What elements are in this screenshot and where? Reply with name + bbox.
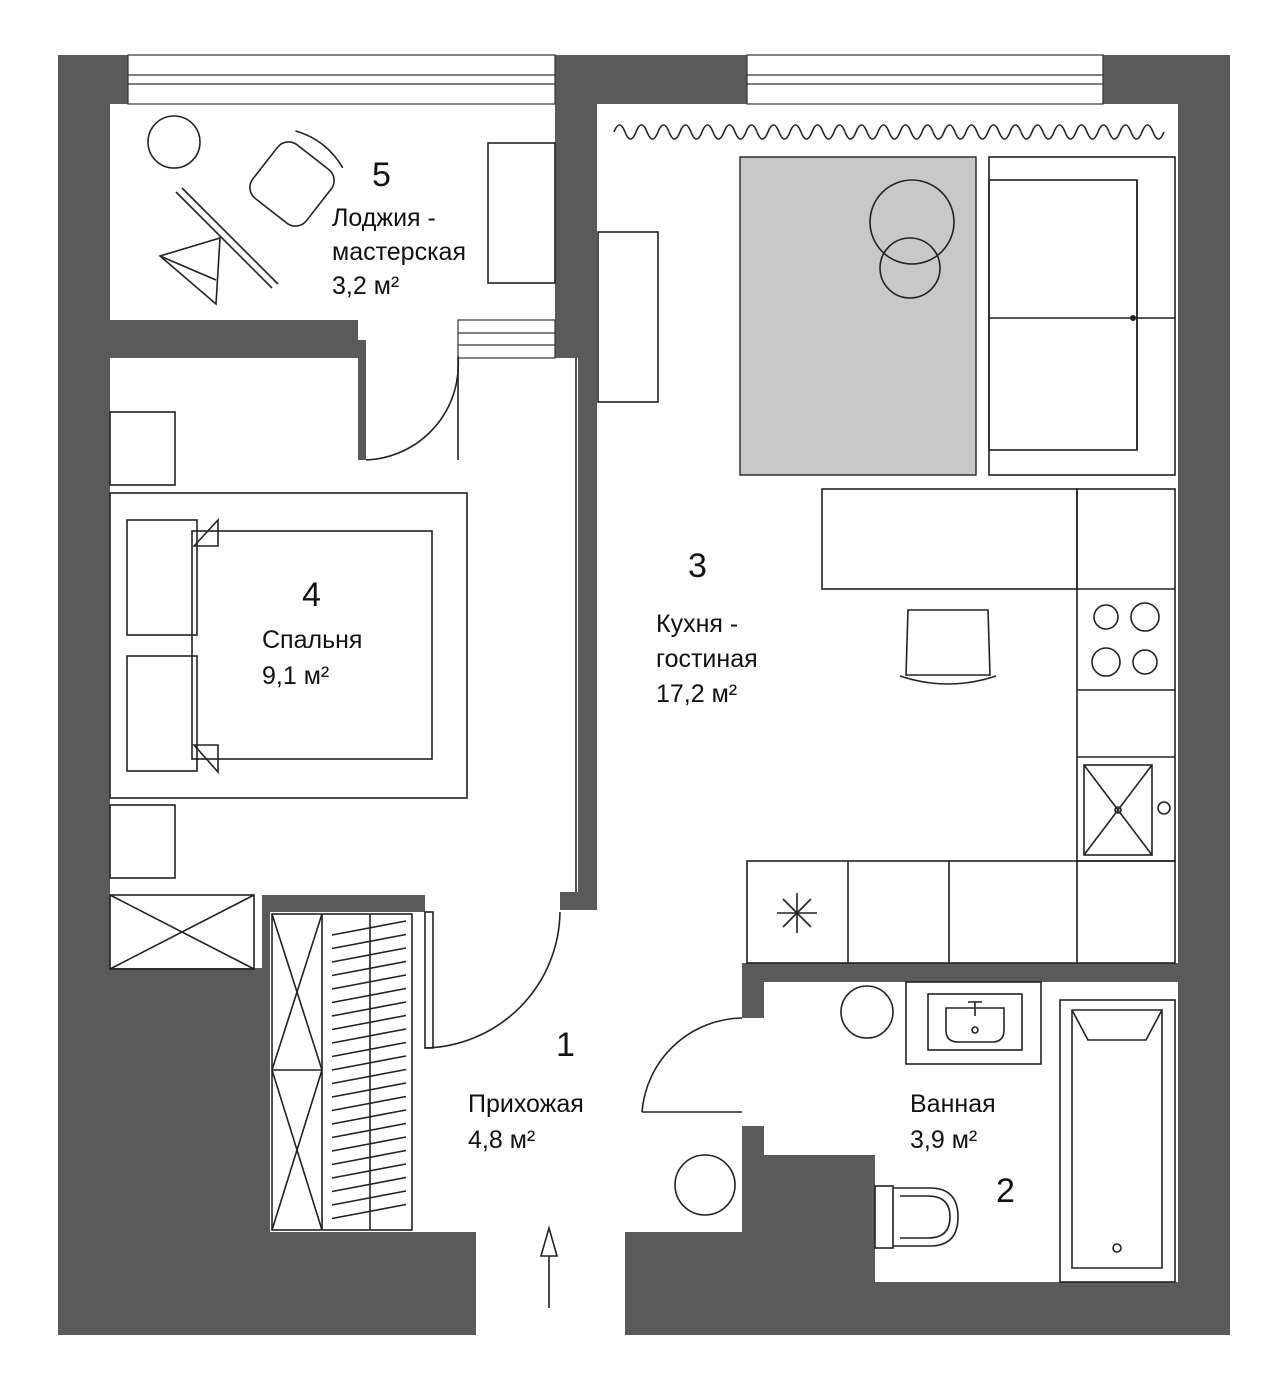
stool-icon — [147, 115, 201, 169]
tv-stand — [597, 231, 659, 403]
bathroom-door — [641, 1017, 743, 1113]
room-3-area: 17,2 м² — [656, 680, 737, 708]
kitchen-table — [821, 488, 1078, 590]
room-1-area: 4,8 м² — [468, 1126, 535, 1154]
left-outer-wall — [58, 55, 476, 1335]
room-2-number: 2 — [996, 1172, 1015, 1210]
pillow-bottom — [126, 655, 198, 772]
hanger-line — [331, 1176, 407, 1193]
hanger-line — [331, 1082, 407, 1098]
loggia-partition-wall — [110, 320, 358, 358]
loggia-glazing — [457, 319, 556, 359]
sink-icon — [945, 1007, 1005, 1043]
washer-icon — [840, 985, 894, 1039]
lamp-icon-2 — [192, 744, 219, 775]
room-4-label: 4 Спальня 9,1 м² — [262, 576, 362, 690]
room-1-number: 1 — [556, 1026, 575, 1064]
bathroom-fixtures — [674, 981, 1176, 1283]
room-5-name-line1: Лоджия - — [332, 204, 436, 232]
hanger-line — [331, 1122, 407, 1139]
loggia-door-jamb — [358, 340, 366, 460]
hanger-line — [331, 1055, 407, 1071]
hanger-line — [331, 1163, 407, 1179]
loggia-door — [365, 355, 460, 461]
kitchen-sink-icon — [1083, 764, 1171, 856]
vanity — [905, 981, 1042, 1065]
kitchen-counter — [1076, 488, 1176, 862]
loggia-desk — [487, 142, 556, 284]
room-1-name: Прихожая — [468, 1090, 584, 1118]
room-5-area: 3,2 м² — [332, 272, 399, 300]
hanger-line — [331, 1109, 407, 1125]
hanger-line — [331, 1068, 407, 1085]
hanger-line — [331, 1203, 407, 1220]
lamp-icon — [192, 517, 219, 547]
wardrobe — [271, 913, 413, 1231]
cabinet-icon — [109, 894, 255, 970]
doors — [365, 355, 743, 1113]
windows — [127, 54, 1104, 359]
room-5-label: 5 Лоджия - мастерская 3,2 м² — [332, 156, 466, 300]
loggia-furniture — [147, 115, 556, 306]
room-2-name: Ванная — [910, 1090, 996, 1118]
room-5-number: 5 — [372, 156, 391, 194]
bedroom-door — [424, 911, 561, 1049]
pouf-small-icon — [879, 237, 941, 299]
bar-chair-icon — [899, 609, 997, 685]
bed-mattress — [191, 530, 433, 760]
star-icon — [777, 893, 817, 933]
bed-frame — [109, 492, 468, 799]
hanger-line — [331, 933, 407, 950]
room-3-number: 3 — [688, 547, 707, 585]
bathroom-partition-wall — [742, 963, 1178, 1018]
sofa-icon — [988, 156, 1176, 476]
pillow-top — [126, 519, 198, 636]
hanger-line — [331, 987, 407, 1004]
living-window — [746, 54, 1104, 105]
room-2-label: Ванная 3,9 м² 2 — [910, 1090, 1015, 1210]
lower-counter — [746, 860, 1176, 964]
room-2-area: 3,9 м² — [910, 1126, 977, 1154]
center-pillar-wall — [555, 55, 747, 910]
hanger-line — [331, 947, 407, 963]
loggia-window — [127, 54, 556, 105]
room-3-name-line2: гостиная — [656, 645, 758, 673]
nightstand-bottom — [109, 804, 176, 879]
walls — [58, 55, 1230, 1335]
chair-icon — [249, 130, 344, 227]
nightstand-top — [109, 411, 176, 486]
hanger-line — [331, 1190, 407, 1206]
hanger-line — [331, 1149, 407, 1166]
entrance-arrow — [539, 1225, 559, 1308]
pouf-large-icon — [869, 179, 955, 265]
hanger-line — [331, 1136, 407, 1152]
easel-icon — [158, 236, 221, 306]
room-4-number: 4 — [302, 576, 321, 614]
hanger-line — [331, 1001, 407, 1017]
room-4-name: Спальня — [262, 626, 362, 654]
toilet-icon — [874, 1185, 959, 1249]
hanger-line — [331, 920, 407, 936]
curtain — [613, 124, 1165, 140]
hanger-line — [331, 960, 407, 977]
rug — [739, 156, 977, 476]
easel-board-icon — [175, 191, 273, 289]
hanger-line — [331, 1041, 407, 1058]
room-3-label: 3 Кухня - гостиная 17,2 м² — [656, 547, 758, 708]
room-1-label: 1 Прихожая 4,8 м² — [468, 1026, 584, 1154]
hanger-line — [331, 974, 407, 990]
bathtub-icon — [1059, 999, 1176, 1283]
hanger-line — [331, 1014, 407, 1031]
living-furniture — [597, 156, 1176, 964]
hanger-line — [331, 1028, 407, 1044]
room-3-name-line1: Кухня - — [656, 610, 738, 638]
hanger-line — [331, 1095, 407, 1112]
bedroom-furniture — [109, 358, 577, 970]
room-5-name-line2: мастерская — [332, 238, 466, 266]
stove-icon — [1091, 602, 1160, 677]
hallway-stool-icon — [674, 1154, 736, 1216]
room-4-area: 9,1 м² — [262, 662, 329, 690]
